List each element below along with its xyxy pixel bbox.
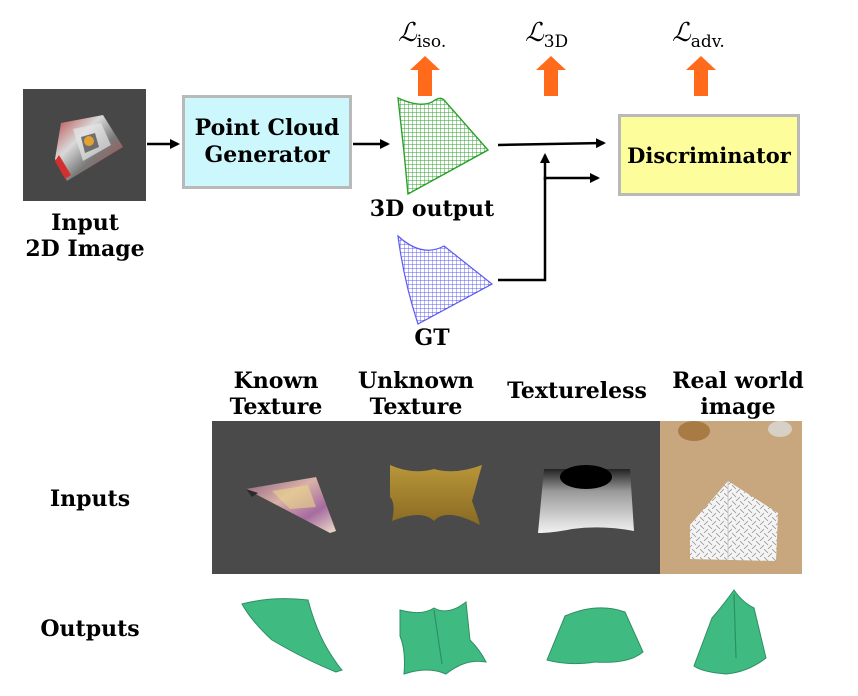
loss-3d: ℒ3D [525, 18, 569, 53]
col-header-known-texture: Known Texture [229, 368, 323, 420]
input-textureless [538, 465, 634, 533]
generator-box: Point Cloud Generator [182, 95, 352, 189]
arrow-gt-to-discriminator [498, 173, 600, 282]
orange-up-arrow-icon [410, 56, 440, 96]
output-label: 3D output [369, 196, 495, 222]
input-label: Input 2D Image [25, 210, 145, 262]
input-known-texture [246, 477, 336, 533]
real-world-paper [678, 421, 792, 561]
loss-iso: ℒiso. [398, 18, 447, 53]
row-label-outputs: Outputs [40, 616, 140, 642]
col-header-unknown-texture: Unknown Texture [357, 368, 475, 420]
loss-adv: ℒadv. [672, 18, 725, 53]
gt-label: GT [414, 325, 450, 351]
pipeline-connectors [147, 138, 606, 282]
arrow-output-to-discriminator [497, 138, 606, 149]
orange-up-arrow-icon [536, 56, 566, 96]
input-cloth-texture [55, 115, 123, 181]
col-header-real-world: Real world image [672, 368, 804, 420]
row-label-inputs: Inputs [49, 486, 131, 512]
output-mesh-real-world [693, 589, 767, 675]
input-image [23, 89, 146, 201]
output-mesh-known-texture [241, 598, 343, 673]
pointcloud-gt-blue [397, 234, 494, 325]
orange-up-arrow-icon [686, 56, 716, 96]
input-real-world-photo [660, 421, 802, 574]
inputs-render-strip [212, 421, 802, 574]
output-mesh-unknown-texture [399, 601, 487, 675]
input-unknown-texture [390, 465, 482, 525]
discriminator-box: Discriminator [618, 114, 800, 196]
pointcloud-output-green [397, 96, 490, 196]
col-header-textureless: Textureless [507, 378, 647, 404]
output-mesh-textureless [546, 607, 644, 665]
